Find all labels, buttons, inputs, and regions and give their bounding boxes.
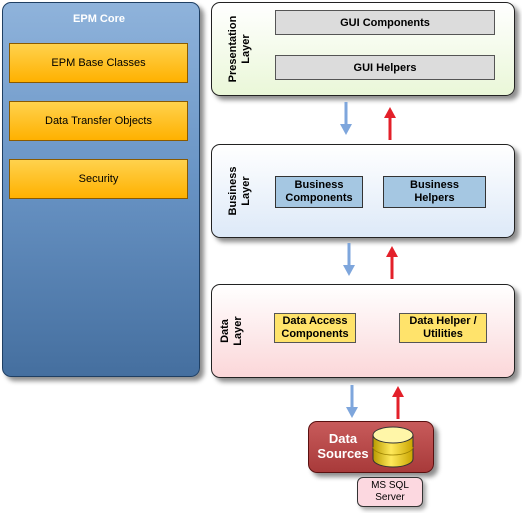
data-access-components-label-line2: Components [281, 328, 349, 340]
data-helper-utilities-box: Data Helper / Utilities [399, 313, 487, 343]
business-helpers-label-line2: Helpers [414, 192, 455, 204]
ms-sql-server-box: MS SQL Server [357, 477, 423, 507]
data-layer-label: Data Layer [218, 296, 246, 366]
data-access-components-label-line1: Data Access [282, 315, 348, 327]
data-layer-label-line2: Layer [232, 316, 244, 346]
business-components-label-line1: Business [294, 179, 344, 191]
gui-helpers-box: GUI Helpers [275, 55, 495, 80]
gui-helpers-label: GUI Helpers [353, 61, 417, 74]
business-components-label-line2: Components [285, 192, 353, 204]
presentation-layer-label-line1: Presentation [227, 15, 239, 83]
ms-sql-server-label-line2: Server [375, 492, 405, 503]
up-arrow-icon [384, 107, 396, 140]
security-label: Security [78, 173, 119, 185]
security-box: Security [9, 159, 188, 199]
down-arrow-icon [340, 102, 352, 135]
up-arrow-icon [392, 386, 404, 419]
down-arrow-icon [346, 385, 358, 418]
presentation-layer-label: Presentation Layer [226, 14, 254, 84]
gui-components-box: GUI Components [275, 10, 495, 35]
business-helpers-label-line1: Business [410, 179, 459, 191]
gui-components-label: GUI Components [340, 16, 430, 29]
presentation-layer-label-line2: Layer [240, 34, 252, 64]
data-sources-label-line2: Sources [317, 446, 369, 461]
epm-base-classes-box: EPM Base Classes [9, 43, 188, 83]
business-layer-label: Business Layer [226, 156, 254, 226]
business-layer-label-line1: Business [227, 166, 239, 216]
data-access-components-box: Data Access Components [274, 313, 356, 343]
up-arrow-icon [386, 246, 398, 279]
data-transfer-objects-label: Data Transfer Objects [45, 115, 152, 127]
data-helper-utilities-label-line1: Data Helper / [409, 315, 477, 327]
ms-sql-server-label-line1: MS SQL [371, 480, 409, 491]
business-helpers-box: Business Helpers [383, 176, 486, 208]
business-layer-label-line2: Layer [240, 176, 252, 206]
data-sources-label-line1: Data [328, 431, 358, 446]
business-components-box: Business Components [275, 176, 363, 208]
data-helper-utilities-label-line2: Utilities [423, 328, 463, 340]
data-sources-box [308, 421, 434, 473]
data-layer-label-line1: Data [219, 319, 231, 343]
epm-base-classes-label: EPM Base Classes [51, 57, 146, 69]
data-sources-label: Data Sources [313, 428, 373, 464]
epm-core-title: EPM Core [73, 13, 125, 25]
database-icon [372, 426, 414, 468]
down-arrow-icon [343, 243, 355, 276]
data-transfer-objects-box: Data Transfer Objects [9, 101, 188, 141]
